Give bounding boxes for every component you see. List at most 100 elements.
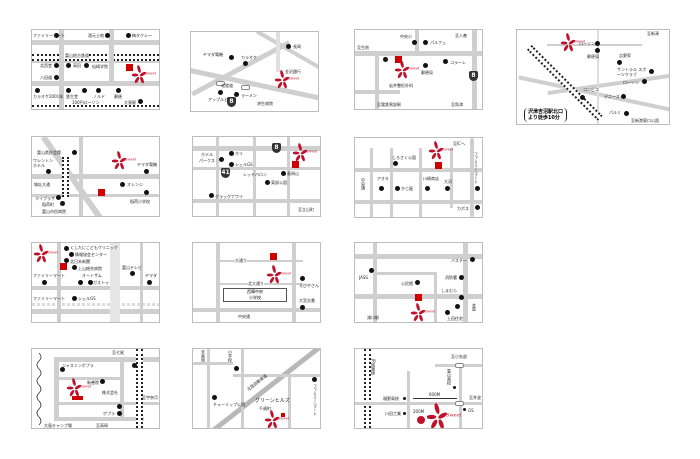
- poi-label: 上山総合病院: [78, 266, 102, 271]
- poi-label: シェルGS: [78, 296, 96, 301]
- poi-marker: [459, 295, 464, 300]
- poi-label: 中央小: [400, 34, 412, 39]
- road: [288, 374, 291, 428]
- poi-marker: [463, 408, 466, 411]
- poi-label: 情報協会センター: [75, 252, 107, 257]
- road: [472, 30, 477, 109]
- poi-marker: [580, 95, 585, 100]
- poi-label: 大宮交番: [299, 298, 315, 303]
- map-card-12[interactable]: 至高岡 小学校 グリーンヒルズ 千歳町 ファミリーマート チューリップ公園 北陸…: [192, 348, 321, 429]
- poi-marker: [66, 63, 71, 68]
- poi-label: ジャスミンポプラ: [62, 363, 94, 368]
- road: [292, 243, 296, 322]
- map-card-13[interactable]: 至小矢部 富山高校 福野高校 600M 至井波 GS 川田工業 200M JR城…: [354, 348, 483, 429]
- road-label: 北大通り: [248, 281, 264, 286]
- road: [193, 308, 320, 312]
- sweet-logo: [411, 303, 435, 323]
- poi-label: アップルヒル: [208, 97, 232, 102]
- poi-label: 富山市民病院: [42, 209, 66, 214]
- poi-label: マイプラザ: [35, 196, 55, 201]
- poi-marker: [46, 169, 51, 174]
- direction-label: 至新港東口公園: [631, 118, 659, 123]
- poi-marker: [595, 48, 600, 53]
- map-card-1[interactable]: ファミリーマート 酒元土地 梅タクシー 富山地方鉄道 北西堂 高田 仙崎学院 八…: [31, 29, 160, 110]
- road-label: 中央通: [361, 178, 366, 190]
- road: [193, 362, 233, 365]
- poi-marker: [82, 88, 87, 93]
- road: [218, 260, 303, 262]
- poi-marker: [281, 171, 286, 176]
- map-card-6[interactable]: 8 41 ホテル パークス ホリ シェルGS レッドバロン 長岡山 東部公園 グ…: [192, 136, 321, 217]
- railway: [32, 54, 159, 61]
- poi-label: くしたにこどもクリニック: [70, 245, 118, 250]
- direction-label: 至井波: [469, 395, 481, 400]
- poi-marker: [147, 280, 152, 285]
- road: [547, 44, 642, 46]
- distance-arrow: [413, 398, 457, 399]
- sweet-logo: [427, 403, 461, 429]
- poi-label: 富山県民会館: [37, 150, 61, 155]
- poi-marker: [66, 88, 71, 93]
- sweet-logo: [34, 244, 58, 264]
- poi-marker: [117, 411, 122, 416]
- poi-label: チューリップ公園: [213, 402, 245, 407]
- poi-label: ホテル: [201, 152, 213, 157]
- map-card-7[interactable]: しろさく公園 中央通 アオキ かじ屋 川崎商店 大沢 ファミリーマート カボス …: [354, 137, 483, 218]
- distance-label: 600M: [429, 392, 441, 397]
- poi-label: 上田住宅: [447, 316, 463, 321]
- poi-label: ファミリーマート: [313, 384, 318, 416]
- route-8-shield: 8: [469, 71, 478, 81]
- poi-marker: [78, 280, 83, 285]
- road-label: 北陸道: [221, 83, 233, 88]
- poi-marker: [105, 33, 110, 38]
- poi-label: パークス: [199, 158, 215, 163]
- location-marker: [292, 161, 299, 168]
- poi-label: ファミリーマート: [474, 152, 479, 184]
- poi-label: ガストゥ: [93, 280, 109, 285]
- poi-label: 千歳町: [259, 406, 271, 411]
- location-marker: [435, 162, 442, 169]
- map-card-4[interactable]: ローソン 郵便局 吉野家 サントラル スポーツクラブ ローソン デニーズ コンビ…: [516, 29, 670, 125]
- road: [355, 402, 482, 405]
- poi-marker: [144, 190, 149, 195]
- poi-label: ヤマダ電機: [137, 162, 157, 167]
- signal: [455, 401, 464, 406]
- poi-label: 本屋: [472, 303, 477, 311]
- map-card-3[interactable]: 中央小 パルフェ 至入善 至生地 郵便局 コラーレ 岩井整形外科 至電鉄黒部駅 …: [354, 29, 483, 110]
- poi-label: 郵便局: [587, 54, 599, 59]
- poi-label: 福野高校: [383, 396, 399, 401]
- poi-label: グリーンヒルズ: [255, 398, 290, 404]
- poi-marker: [88, 280, 93, 285]
- map-card-5[interactable]: 富山県民会館 ワシントンホテル 城址大通 ヤマダ電機 オレンジ 稲荷小学校 マイ…: [31, 136, 160, 217]
- railway: [62, 157, 69, 197]
- road: [207, 349, 210, 428]
- road: [54, 357, 59, 421]
- location-marker: [60, 263, 67, 270]
- poi-marker: [470, 257, 475, 262]
- map-card-2[interactable]: ヤマダ電機 カラオケ 北陸道 金沢銀行 アップルヒル ラーメン 済生病院 長岡 …: [190, 31, 319, 112]
- direction-label: 至入善: [455, 33, 467, 38]
- school-name-line2: 小学校: [249, 295, 261, 300]
- poi-label: オートザム: [82, 273, 102, 278]
- map-card-8[interactable]: くしたにこどもクリニック 情報協会センター 北日本新聞 上山総合病院 ファミリー…: [31, 242, 160, 323]
- map-card-9[interactable]: 大通り えびやさん 北大通り 西陣中央 小学校 大宮交番 中央通: [192, 242, 321, 323]
- road: [463, 243, 468, 322]
- poi-marker: [54, 75, 59, 80]
- poi-label: 郵便: [114, 94, 122, 99]
- poi-marker: [72, 265, 77, 270]
- distance-label: 200M: [413, 409, 425, 414]
- map-card-11[interactable]: 至七尾 ジャスミンポプラ 新善院 株式会社 ポプラ 大島キャンプ場 至宇奈月 至…: [31, 348, 160, 429]
- route-41-shield: 41: [221, 168, 230, 178]
- poi-marker: [35, 88, 40, 93]
- road: [32, 61, 159, 63]
- map-card-10[interactable]: バスチー JASS 公民館 消防署 しまむら 上田住宅 本屋 浦川駅: [354, 242, 483, 323]
- road: [415, 30, 419, 56]
- poi-label: 大島キャンプ場: [44, 423, 72, 428]
- poi-label: ノルド: [93, 94, 105, 99]
- rail-label: 富山地方鉄道: [65, 53, 89, 58]
- poi-marker: [234, 92, 239, 97]
- poi-marker: [415, 280, 420, 285]
- poi-marker: [42, 280, 47, 285]
- poi-marker: [383, 57, 388, 62]
- poi-marker: [138, 99, 143, 104]
